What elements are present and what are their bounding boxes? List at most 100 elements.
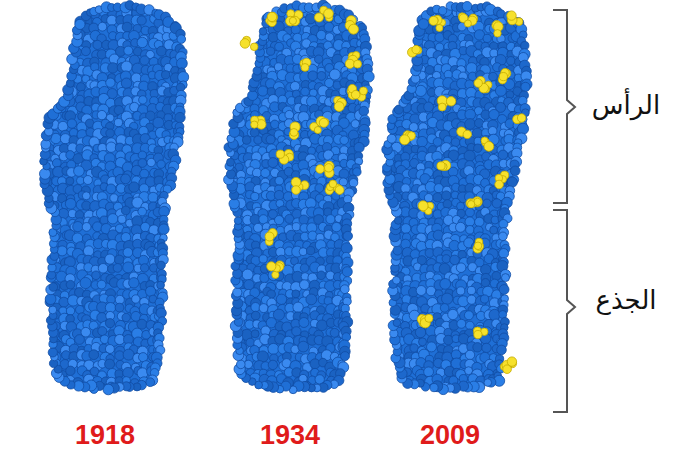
atom — [61, 0, 71, 8]
atom — [190, 18, 198, 26]
atom — [189, 48, 198, 57]
atom — [186, 299, 194, 307]
atom — [123, 367, 134, 378]
atom — [371, 25, 381, 35]
atom — [351, 120, 359, 128]
atom — [357, 224, 367, 234]
atom — [162, 375, 170, 383]
atom — [366, 175, 377, 186]
atom — [34, 25, 44, 35]
atom — [179, 202, 187, 210]
atom — [171, 270, 181, 280]
atom — [361, 233, 372, 244]
atom — [317, 30, 327, 40]
atom — [372, 97, 383, 108]
atom — [35, 246, 46, 257]
atom — [293, 302, 303, 312]
atom — [226, 10, 236, 20]
atom — [43, 45, 54, 56]
atom — [181, 320, 190, 329]
atom — [221, 32, 232, 43]
atom — [187, 0, 197, 10]
atom — [170, 223, 180, 233]
atom — [34, 313, 44, 323]
atom — [46, 10, 54, 18]
atom — [371, 178, 379, 186]
atom — [36, 199, 45, 208]
atom — [371, 248, 381, 258]
atom — [93, 40, 102, 49]
atom — [109, 394, 117, 402]
atom — [169, 241, 179, 251]
atom — [106, 129, 115, 138]
atom — [190, 152, 199, 161]
atom — [137, 37, 147, 47]
atom — [357, 289, 367, 299]
atom — [228, 25, 239, 36]
atom — [301, 87, 310, 96]
atom — [52, 56, 61, 65]
atom — [219, 192, 229, 202]
atom — [50, 80, 61, 91]
atom — [186, 393, 197, 404]
atom — [223, 329, 231, 337]
atom — [139, 393, 149, 403]
atom — [35, 73, 45, 83]
atom — [372, 86, 381, 95]
atom — [227, 95, 237, 105]
atom — [244, 57, 254, 67]
atom — [218, 49, 227, 58]
atom — [219, 313, 230, 324]
atom — [173, 207, 184, 218]
atom — [185, 159, 195, 169]
atom — [219, 55, 228, 64]
atom — [179, 305, 190, 316]
atom — [187, 184, 196, 193]
atom — [178, 186, 189, 197]
atom — [164, 367, 174, 377]
atom — [45, 55, 54, 64]
atom — [81, 47, 90, 56]
atom — [153, 117, 164, 128]
atom — [73, 0, 83, 10]
atom — [223, 275, 231, 283]
atom — [66, 366, 75, 375]
atom — [365, 304, 373, 312]
atom — [172, 303, 181, 312]
atom — [92, 271, 101, 280]
atom — [164, 392, 175, 403]
atom — [252, 168, 261, 177]
atom — [219, 38, 229, 48]
atom — [140, 56, 149, 65]
molecule-silhouette — [230, 6, 367, 388]
atom — [51, 7, 62, 18]
atom — [59, 48, 69, 58]
atom — [186, 217, 195, 226]
atom — [366, 311, 375, 320]
atom — [82, 392, 90, 400]
atom — [153, 391, 163, 401]
atom — [36, 369, 44, 377]
atom — [373, 143, 382, 152]
atom — [187, 350, 197, 360]
atom — [170, 377, 178, 385]
atom — [180, 335, 188, 343]
atom — [36, 280, 46, 290]
atom — [35, 394, 46, 405]
atom — [363, 285, 373, 295]
atom — [274, 190, 284, 200]
atom — [374, 305, 385, 316]
atom — [164, 327, 174, 337]
atom — [354, 200, 364, 210]
atom — [98, 22, 107, 31]
atom — [354, 265, 363, 274]
atom — [36, 11, 45, 20]
atom — [45, 33, 55, 43]
atom — [37, 39, 45, 47]
atom — [292, 327, 301, 336]
atom — [268, 32, 278, 42]
atom — [45, 67, 53, 75]
atom — [186, 200, 196, 210]
atom — [157, 281, 165, 289]
atom — [187, 310, 196, 319]
